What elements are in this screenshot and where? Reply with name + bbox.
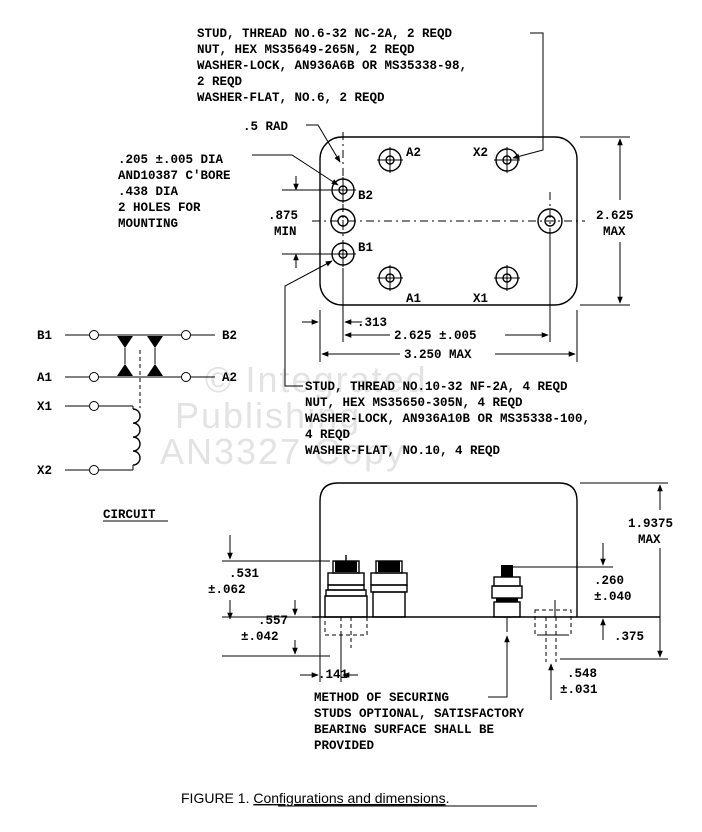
side-view: 1.9375 MAX .531 ±.062 .557 ±.042 .141 .2… [208,482,673,753]
circuit-x1: X1 [37,400,52,414]
hole-note: .205 ±.005 DIA AND10387 C'BORE .438 DIA … [118,153,231,231]
svg-text:MOUNTING: MOUNTING [118,217,178,231]
watermark: © Integrated Publishing AN3327 Copy [160,359,428,472]
caption-title: Configurations and dimensions [253,790,445,806]
coil-icon [132,408,141,466]
right-stud-dim-value: .260 [594,574,624,588]
contact-a-left [117,364,133,376]
terminal-x1 [494,265,520,291]
side-height-label: MAX [638,533,661,547]
left-stud-dim-value: .531 [229,567,259,581]
label-b2: B2 [358,189,373,203]
stud-hidden-side [534,609,572,662]
label-a2: A2 [406,146,421,160]
watermark-line-2: Publishing [175,395,361,436]
circuit-a1: A1 [37,371,52,385]
terminal-a2 [377,147,403,173]
terminal-x2 [494,147,520,173]
circuit-a2: A2 [222,371,237,385]
figure-caption: FIGURE 1. Configurations and dimensions. [181,790,449,806]
watermark-line-3: AN3327 Copy [160,431,406,472]
contact-b-right [147,336,163,348]
offset-dim: .313 [357,316,387,330]
svg-text:WASHER-LOCK, AN936A6B OR MS353: WASHER-LOCK, AN936A6B OR MS35338-98, [197,59,467,73]
svg-text:2 REQD: 2 REQD [197,75,243,89]
stud-small-leader [512,32,544,160]
svg-text:STUD, THREAD NO.6-32 NC-2A, 2: STUD, THREAD NO.6-32 NC-2A, 2 REQD [197,27,453,41]
top-view: STUD, THREAD NO.6-32 NC-2A, 2 REQD NUT, … [118,27,634,458]
svg-text:PROVIDED: PROVIDED [314,739,375,753]
min-dim-label: MIN [274,225,297,239]
svg-text:4 REQD: 4 REQD [305,428,351,442]
circuit-b1: B1 [37,329,52,343]
stud-a1-side [370,560,408,618]
label-b1: B1 [358,241,373,255]
right-base-dim: .375 [614,630,644,644]
stud-x1-side [491,565,523,632]
svg-text:WASHER-LOCK, AN936A10B OR MS35: WASHER-LOCK, AN936A10B OR MS35338-100, [305,412,590,426]
left-base-dim-tol: ±.042 [241,630,279,644]
svg-text:AND10387 C'BORE: AND10387 C'BORE [118,169,231,183]
stud-large-note: STUD, THREAD NO.10-32 NF-2A, 4 REQD NUT,… [305,380,590,458]
right-stud-dim-tol: ±.040 [594,590,632,604]
terminal-a1 [377,265,403,291]
right-bottom-dim-value: .548 [567,667,597,681]
caption-prefix: FIGURE 1. [181,790,253,806]
circuit-title: CIRCUIT [103,508,156,522]
left-base-dim-value: .557 [258,614,288,628]
watermark-line-1: © Integrated [205,359,428,400]
svg-text:.205 ±.005 DIA: .205 ±.005 DIA [118,153,224,167]
circuit-x2: X2 [37,464,52,478]
svg-text:BEARING SURFACE SHALL BE: BEARING SURFACE SHALL BE [314,723,494,737]
contact-a-right [147,364,163,376]
height-dim-label: MAX [603,225,626,239]
stud-small-note: STUD, THREAD NO.6-32 NC-2A, 2 REQD NUT, … [197,27,467,105]
radius-label: .5 RAD [243,120,289,134]
left-stud-dim-tol: ±.062 [208,583,246,597]
svg-text:NUT, HEX MS35650-305N, 4 REQD: NUT, HEX MS35650-305N, 4 REQD [305,396,523,410]
mounting-hole-left [330,208,356,234]
svg-text:STUDS OPTIONAL, SATISFACTORY: STUDS OPTIONAL, SATISFACTORY [314,707,525,721]
mounting-hole-right [537,208,563,234]
relay-body-side [319,482,578,617]
svg-text:.438 DIA: .438 DIA [118,185,179,199]
side-height-value: 1.9375 [628,517,673,531]
svg-text:NUT, HEX MS35649-265N, 2 REQD: NUT, HEX MS35649-265N, 2 REQD [197,43,415,57]
svg-text:2 HOLES FOR: 2 HOLES FOR [118,201,201,215]
terminal-b1 [330,241,356,267]
label-x2: X2 [473,146,488,160]
label-a1: A1 [406,292,421,306]
svg-text:METHOD OF SECURING: METHOD OF SECURING [314,691,449,705]
spacing-dim: 2.625 ±.005 [394,329,477,343]
svg-text:WASHER-FLAT, NO.10, 4 REQD: WASHER-FLAT, NO.10, 4 REQD [305,444,501,458]
securing-note: METHOD OF SECURING STUDS OPTIONAL, SATIS… [314,691,525,753]
label-x1: X1 [473,292,488,306]
caption-suffix: . [446,790,450,806]
circuit-b2: B2 [222,329,237,343]
stud-b1-side [324,555,368,648]
right-bottom-dim-tol: ±.031 [560,683,598,697]
contact-b-left [117,336,133,348]
svg-text:WASHER-FLAT, NO.6, 2 REQD: WASHER-FLAT, NO.6, 2 REQD [197,91,385,105]
min-dim-value: .875 [268,209,298,223]
terminal-b2 [330,177,356,203]
width-dim: 3.250 MAX [404,348,472,362]
height-dim-value: 2.625 [596,209,634,223]
bottom-dim: .141 [318,668,348,682]
svg-text:STUD, THREAD NO.10-32 NF-2A, 4: STUD, THREAD NO.10-32 NF-2A, 4 REQD [305,380,568,394]
circuit-diagram: B1 B2 A1 A2 X1 X2 CIRCU [37,329,237,522]
